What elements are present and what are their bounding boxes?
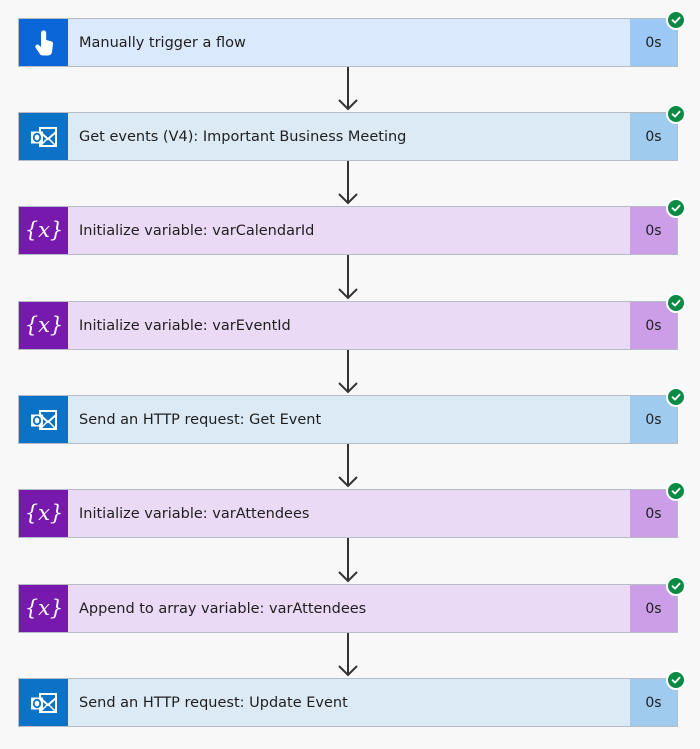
connector-arrow-icon <box>338 444 358 488</box>
flow-step-label: Send an HTTP request: Get Event <box>68 396 630 443</box>
flow-step-label: Initialize variable: varEventId <box>68 302 630 349</box>
flow-step-label: Initialize variable: varCalendarId <box>68 207 630 254</box>
flow-step-label: Get events (V4): Important Business Meet… <box>68 113 630 160</box>
connector-arrow-icon <box>338 255 358 300</box>
success-check-icon <box>666 198 686 218</box>
svg-text:{x}: {x} <box>25 313 63 337</box>
flow-step-label: Send an HTTP request: Update Event <box>68 679 630 726</box>
flow-step-label: Append to array variable: varAttendees <box>68 585 630 632</box>
outlook-icon <box>19 396 68 443</box>
success-check-icon <box>666 387 686 407</box>
connector-arrow-icon <box>338 67 358 111</box>
connector-arrow-icon <box>338 538 358 583</box>
variable-icon: {x} <box>19 490 68 537</box>
success-check-icon <box>666 104 686 124</box>
flow-step-label: Manually trigger a flow <box>68 19 630 66</box>
svg-text:{x}: {x} <box>25 596 63 620</box>
success-check-icon <box>666 293 686 313</box>
variable-icon: {x} <box>19 302 68 349</box>
variable-icon: {x} <box>19 585 68 632</box>
variable-icon: {x} <box>19 207 68 254</box>
connector-arrow-icon <box>338 633 358 677</box>
touch-trigger-icon <box>19 19 68 66</box>
success-check-icon <box>666 481 686 501</box>
success-check-icon <box>666 670 686 690</box>
connector-arrow-icon <box>338 161 358 205</box>
flow-step-card[interactable]: {x}Append to array variable: varAttendee… <box>18 576 686 633</box>
connector-arrow-icon <box>338 350 358 394</box>
flow-step-label: Initialize variable: varAttendees <box>68 490 630 537</box>
success-check-icon <box>666 10 686 30</box>
outlook-icon <box>19 679 68 726</box>
flow-step-card[interactable]: Get events (V4): Important Business Meet… <box>18 104 686 161</box>
outlook-icon <box>19 113 68 160</box>
success-check-icon <box>666 576 686 596</box>
svg-text:{x}: {x} <box>25 218 63 242</box>
svg-text:{x}: {x} <box>25 501 63 525</box>
